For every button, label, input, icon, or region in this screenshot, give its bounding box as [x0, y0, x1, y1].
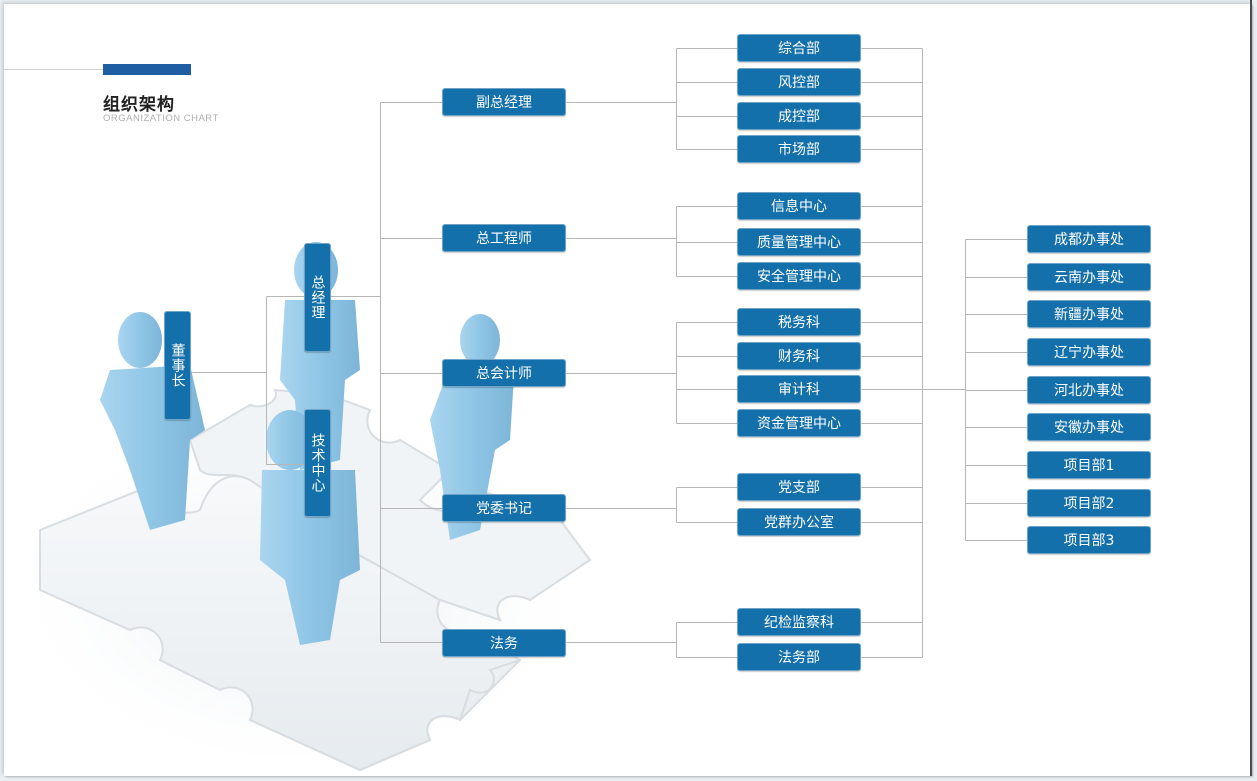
node-department[interactable]: 风控部 — [737, 68, 861, 96]
node-department[interactable]: 税务科 — [737, 308, 861, 336]
node-tech-center[interactable]: 技术中心 — [304, 409, 331, 517]
node-executive[interactable]: 党委书记 — [442, 494, 566, 522]
node-department[interactable]: 安全管理中心 — [737, 262, 861, 290]
node-department[interactable]: 综合部 — [737, 34, 861, 62]
node-executive[interactable]: 总会计师 — [442, 359, 566, 387]
node-department[interactable]: 党支部 — [737, 473, 861, 501]
node-branch[interactable]: 项目部3 — [1027, 526, 1151, 554]
node-department[interactable]: 纪检监察科 — [737, 608, 861, 636]
node-department[interactable]: 法务部 — [737, 643, 861, 671]
node-department[interactable]: 财务科 — [737, 342, 861, 370]
node-branch[interactable]: 项目部2 — [1027, 489, 1151, 517]
page-subtitle: ORGANIZATION CHART — [103, 113, 219, 124]
connector-lines — [190, 48, 1028, 658]
node-branch[interactable]: 成都办事处 — [1027, 225, 1151, 253]
node-department[interactable]: 成控部 — [737, 102, 861, 130]
header-accent-bar — [103, 64, 191, 75]
figure-tech-center — [260, 410, 360, 645]
node-department[interactable]: 信息中心 — [737, 192, 861, 220]
node-branch[interactable]: 安徽办事处 — [1027, 413, 1151, 441]
node-chairman[interactable]: 董事长 — [164, 311, 191, 420]
page-edge — [1250, 0, 1252, 776]
page-title: 组织架构 — [103, 95, 175, 115]
node-branch[interactable]: 河北办事处 — [1027, 376, 1151, 404]
node-branch[interactable]: 云南办事处 — [1027, 263, 1151, 291]
node-department[interactable]: 审计科 — [737, 375, 861, 403]
node-label: 董事长 — [169, 343, 186, 388]
node-label: 技术中心 — [309, 433, 326, 493]
header-rule — [4, 69, 104, 70]
node-branch[interactable]: 辽宁办事处 — [1027, 338, 1151, 366]
node-executive[interactable]: 总工程师 — [442, 224, 566, 252]
node-department[interactable]: 市场部 — [737, 135, 861, 163]
node-executive[interactable]: 法务 — [442, 629, 566, 657]
node-label: 总经理 — [309, 275, 326, 320]
node-department[interactable]: 质量管理中心 — [737, 228, 861, 256]
node-general-manager[interactable]: 总经理 — [304, 243, 331, 352]
node-department[interactable]: 党群办公室 — [737, 508, 861, 536]
node-executive[interactable]: 副总经理 — [442, 88, 566, 116]
node-branch[interactable]: 新疆办事处 — [1027, 300, 1151, 328]
node-department[interactable]: 资金管理中心 — [737, 409, 861, 437]
node-branch[interactable]: 项目部1 — [1027, 451, 1151, 479]
